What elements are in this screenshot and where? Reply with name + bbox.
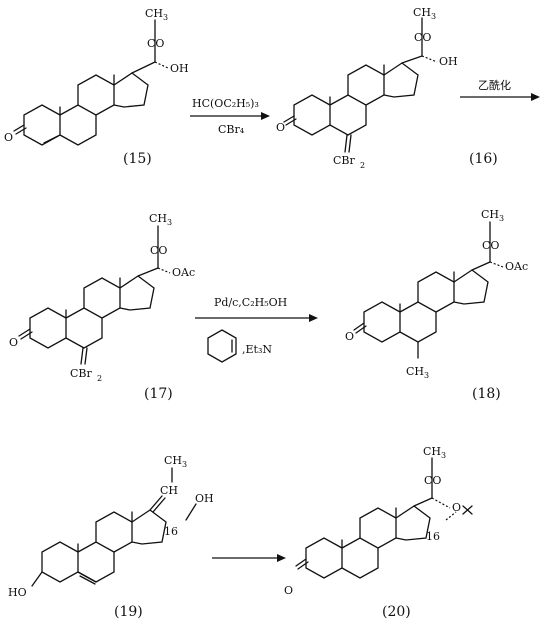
oxo-label: O (276, 121, 285, 134)
compound-number: (20) (382, 604, 411, 620)
methyl-label: CH (481, 208, 499, 221)
compound-16: O CBr 2 CH 3 CO OH (16) (276, 6, 498, 170)
methyl-label: CH (423, 445, 441, 458)
carbonyl-label: CO (482, 239, 499, 252)
dibromomethylene-label: CBr (70, 367, 93, 380)
carbonyl-label: CO (424, 474, 441, 487)
oxo-label: O (284, 584, 293, 597)
reaction-arrow-1: HC(OC₂H₅)₃ CBr₄ (190, 97, 270, 136)
methyl-label: CH (164, 454, 182, 467)
svg-text:3: 3 (441, 451, 446, 460)
compound-15: O CH 3 CO OH (15) (4, 7, 189, 167)
position-label: 16 (164, 525, 178, 538)
reagent-above: 乙酰化 (478, 78, 511, 92)
compound-17: O CBr 2 CH 3 CO OAc (17) (9, 212, 195, 402)
position-label: 16 (426, 530, 440, 543)
compound-number: (19) (114, 604, 143, 620)
svg-text:3: 3 (424, 371, 429, 380)
compound-number: (17) (144, 386, 173, 402)
svg-text:2: 2 (360, 161, 365, 170)
dibromomethylene-label: CBr (333, 154, 356, 167)
svg-text:3: 3 (163, 13, 168, 22)
compound-number: (16) (469, 151, 498, 167)
reaction-arrow-4 (212, 554, 286, 562)
reagent-below: CBr₄ (218, 123, 245, 136)
compound-number: (15) (123, 151, 152, 167)
carbonyl-label: CO (150, 244, 167, 257)
reagent-above: HC(OC₂H₅)₃ (192, 97, 259, 110)
acetonide-label: O (452, 501, 461, 514)
carbonyl-label: CO (147, 37, 164, 50)
compound-number: (18) (472, 386, 501, 402)
acetoxy-label: OAc (172, 266, 195, 279)
oxo-label: O (9, 336, 18, 349)
hydroxyl-label: OH (195, 492, 214, 505)
reagent-below: ,Et₃N (242, 343, 272, 356)
reaction-arrow-2: 乙酰化 (460, 78, 540, 101)
hydroxyl-label: OH (439, 55, 458, 68)
svg-text:3: 3 (499, 214, 504, 223)
svg-text:2: 2 (97, 374, 102, 383)
oxo-label: O (4, 131, 13, 144)
svg-text:3: 3 (167, 218, 172, 227)
compound-20: O CH 3 CO O 16 (20) (284, 445, 473, 620)
cyclohexene-icon (207, 329, 237, 363)
svg-text:3: 3 (182, 460, 187, 469)
methyl-label: CH (413, 6, 431, 19)
oxo-label: O (345, 330, 354, 343)
svg-text:3: 3 (431, 12, 436, 21)
vinyl-ch-label: CH (160, 484, 178, 497)
methyl-label: CH (149, 212, 167, 225)
ring-methyl-label: CH (406, 365, 424, 378)
acetoxy-label: OAc (505, 260, 528, 273)
compound-19: HO CH CH 3 16 OH (19) (8, 454, 214, 620)
reaction-arrow-3: Pd/c,C₂H₅OH ,Et₃N (195, 296, 318, 363)
compound-18: O CH 3 CH 3 CO OAc (18) (345, 208, 528, 402)
hydroxyl-label: OH (170, 62, 189, 75)
methyl-label: CH (145, 7, 163, 20)
reagent-above: Pd/c,C₂H₅OH (214, 296, 287, 309)
hydroxyl-label: HO (8, 586, 27, 599)
carbonyl-label: CO (414, 31, 431, 44)
